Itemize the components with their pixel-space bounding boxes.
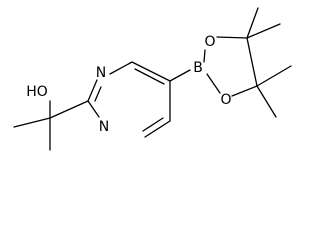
ring-bond-c4-n3-inner (142, 117, 164, 132)
bond-o-bottom-carbon (231, 85, 258, 97)
ring-bond-c6-c5-inner (134, 68, 165, 85)
ring-bond-n3-c2 (87, 100, 100, 118)
bond-c-ring (49, 100, 89, 119)
boronate-o-bottom-label: O (220, 92, 231, 108)
bond-c-methyl-left (13, 117, 51, 128)
ring-n-top-label: N (96, 65, 106, 81)
pinacol-boronate-group: B O O (169, 7, 292, 118)
ring-bond-c2-n1 (87, 79, 98, 102)
boron-label: B (193, 60, 203, 76)
hydroxypropyl-group: HO (13, 84, 89, 151)
bond-ring-boron (169, 69, 191, 82)
ring-bond-c2-n1-inner (94, 86, 102, 102)
methyl-upper-2 (246, 23, 281, 39)
methyl-upper-1 (246, 7, 259, 39)
ring-n-bottom-label: N (99, 119, 109, 135)
methyl-lower-1 (256, 65, 292, 87)
bond-o-top-carbon (216, 36, 248, 39)
ring-bond-c4-n3 (144, 120, 171, 138)
bond-carbon-carbon (246, 37, 258, 87)
bond-boron-o-bottom (206, 73, 221, 94)
methyl-lower-2 (256, 85, 277, 118)
pyrimidine-ring: N N (87, 61, 171, 138)
ring-bond-c6-c5 (131, 61, 171, 82)
hydroxyl-label: HO (26, 84, 48, 100)
chemical-structure-diagram: HO N N (13, 7, 292, 151)
ring-bond-n1-c6 (109, 61, 133, 75)
boronate-o-top-label: O (204, 34, 215, 50)
bond-boron-o-top (203, 49, 206, 63)
